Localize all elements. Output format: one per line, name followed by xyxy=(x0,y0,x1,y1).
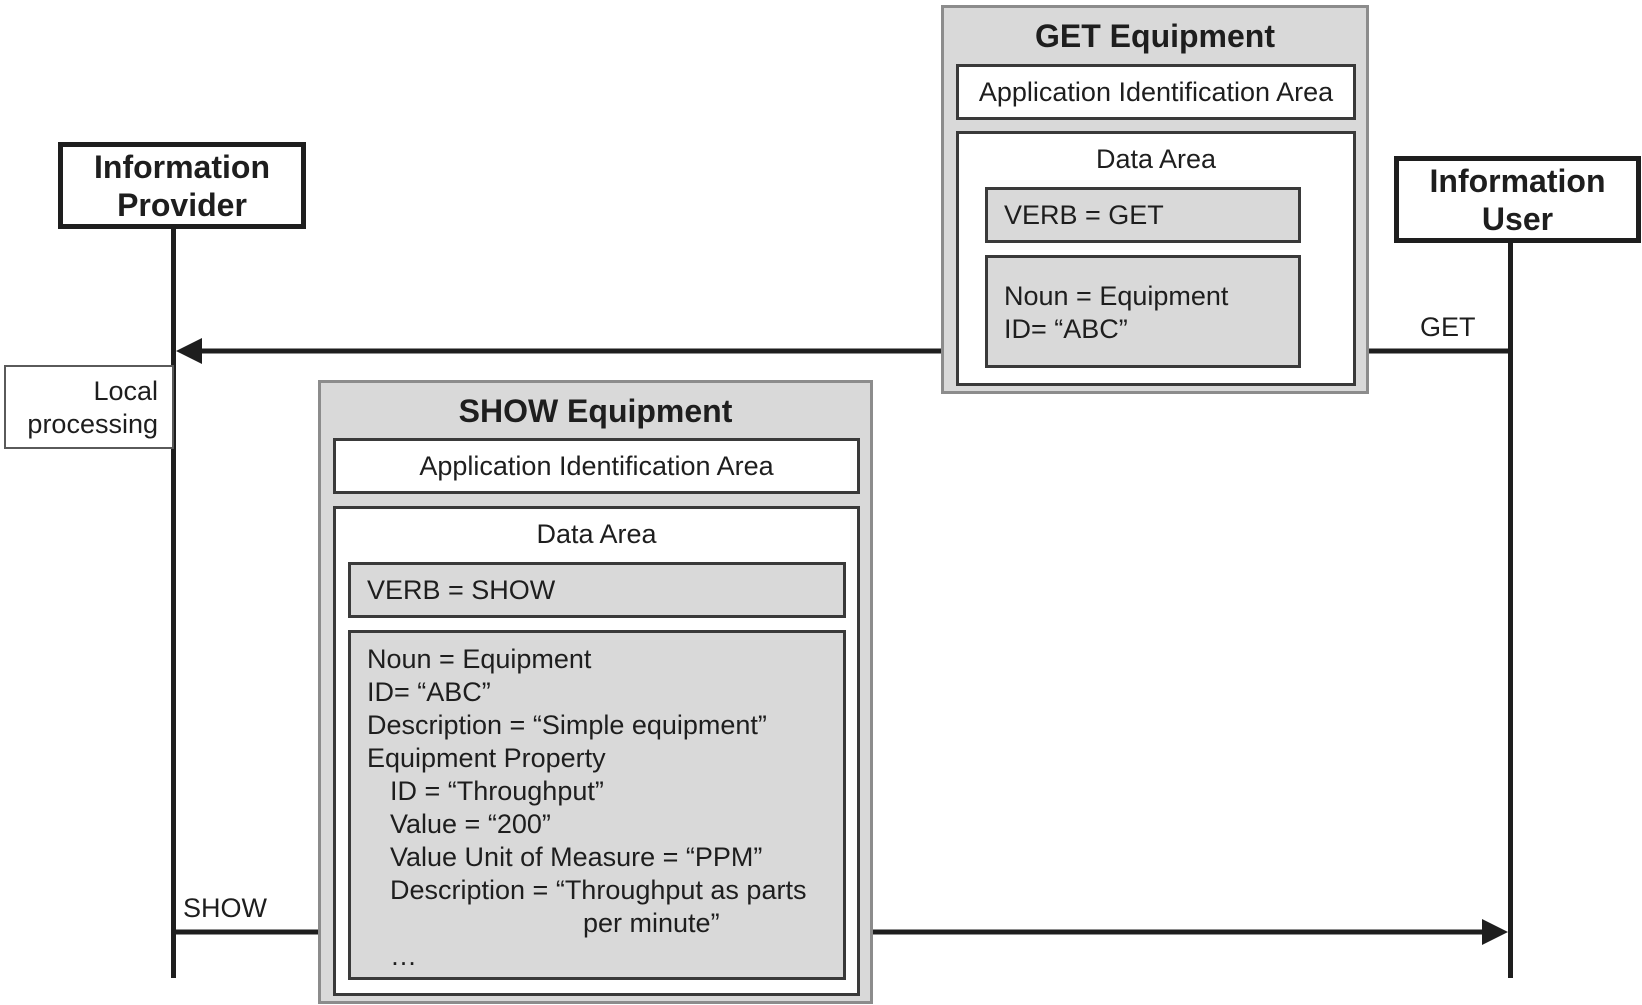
local-processing-line2: processing xyxy=(27,409,158,439)
show-property-description-cont-line: per minute” xyxy=(583,908,720,938)
show-app-id-label: Application Identification Area xyxy=(419,451,774,481)
provider-label-line1: Information xyxy=(94,148,270,185)
get-data-area: Data Area VERB = GET Noun = Equipment ID… xyxy=(956,131,1356,386)
show-verb-text: VERB = SHOW xyxy=(367,575,556,605)
show-equipment-envelope: SHOW Equipment Application Identificatio… xyxy=(318,380,873,1004)
get-id-line: ID= “ABC” xyxy=(1004,314,1128,344)
show-id-line: ID= “ABC” xyxy=(367,677,491,707)
show-property-id-line: ID = “Throughput” xyxy=(390,776,604,806)
show-envelope-title: SHOW Equipment xyxy=(458,393,733,429)
get-equipment-envelope: GET Equipment Application Identification… xyxy=(941,5,1369,394)
user-label-line1: Information xyxy=(1429,162,1606,199)
show-noun-line: Noun = Equipment xyxy=(367,644,592,674)
show-property-value-line: Value = “200” xyxy=(390,809,551,839)
get-noun-line: Noun = Equipment xyxy=(1004,281,1229,311)
show-data-area-label: Data Area xyxy=(536,519,657,549)
get-data-area-label: Data Area xyxy=(1095,144,1217,174)
get-verb-text: VERB = GET xyxy=(1004,200,1164,230)
show-data-area: Data Area VERB = SHOW Noun = Equipment I… xyxy=(333,506,860,996)
user-lifeline xyxy=(1508,240,1513,978)
show-arrow-head xyxy=(1482,919,1508,945)
show-ellipsis-line: … xyxy=(390,941,417,971)
information-provider-box: Information Provider xyxy=(58,142,306,229)
show-message-label: SHOW xyxy=(183,893,267,923)
get-app-id-area: Application Identification Area xyxy=(956,64,1356,120)
get-verb-box: VERB = GET xyxy=(985,187,1301,243)
user-label-line2: User xyxy=(1481,200,1554,237)
show-app-id-area: Application Identification Area xyxy=(333,438,860,494)
local-processing-box: Local processing xyxy=(4,365,174,449)
get-noun-box: Noun = Equipment ID= “ABC” xyxy=(985,255,1301,368)
show-equipment-property-line: Equipment Property xyxy=(367,743,606,773)
show-description-line: Description = “Simple equipment” xyxy=(367,710,767,740)
provider-label-line2: Provider xyxy=(117,186,247,223)
local-processing-line1: Local xyxy=(93,376,158,406)
get-arrow-head xyxy=(176,338,202,364)
provider-lifeline xyxy=(171,226,176,978)
get-message-label: GET xyxy=(1420,312,1476,342)
get-app-id-label: Application Identification Area xyxy=(978,77,1334,107)
get-envelope-title: GET Equipment xyxy=(1035,18,1275,54)
show-noun-box: Noun = Equipment ID= “ABC” Description =… xyxy=(348,630,846,980)
show-property-description-line: Description = “Throughput as parts xyxy=(390,875,807,905)
show-verb-box: VERB = SHOW xyxy=(348,562,846,618)
information-user-box: Information User xyxy=(1394,156,1641,243)
show-property-uom-line: Value Unit of Measure = “PPM” xyxy=(390,842,763,872)
